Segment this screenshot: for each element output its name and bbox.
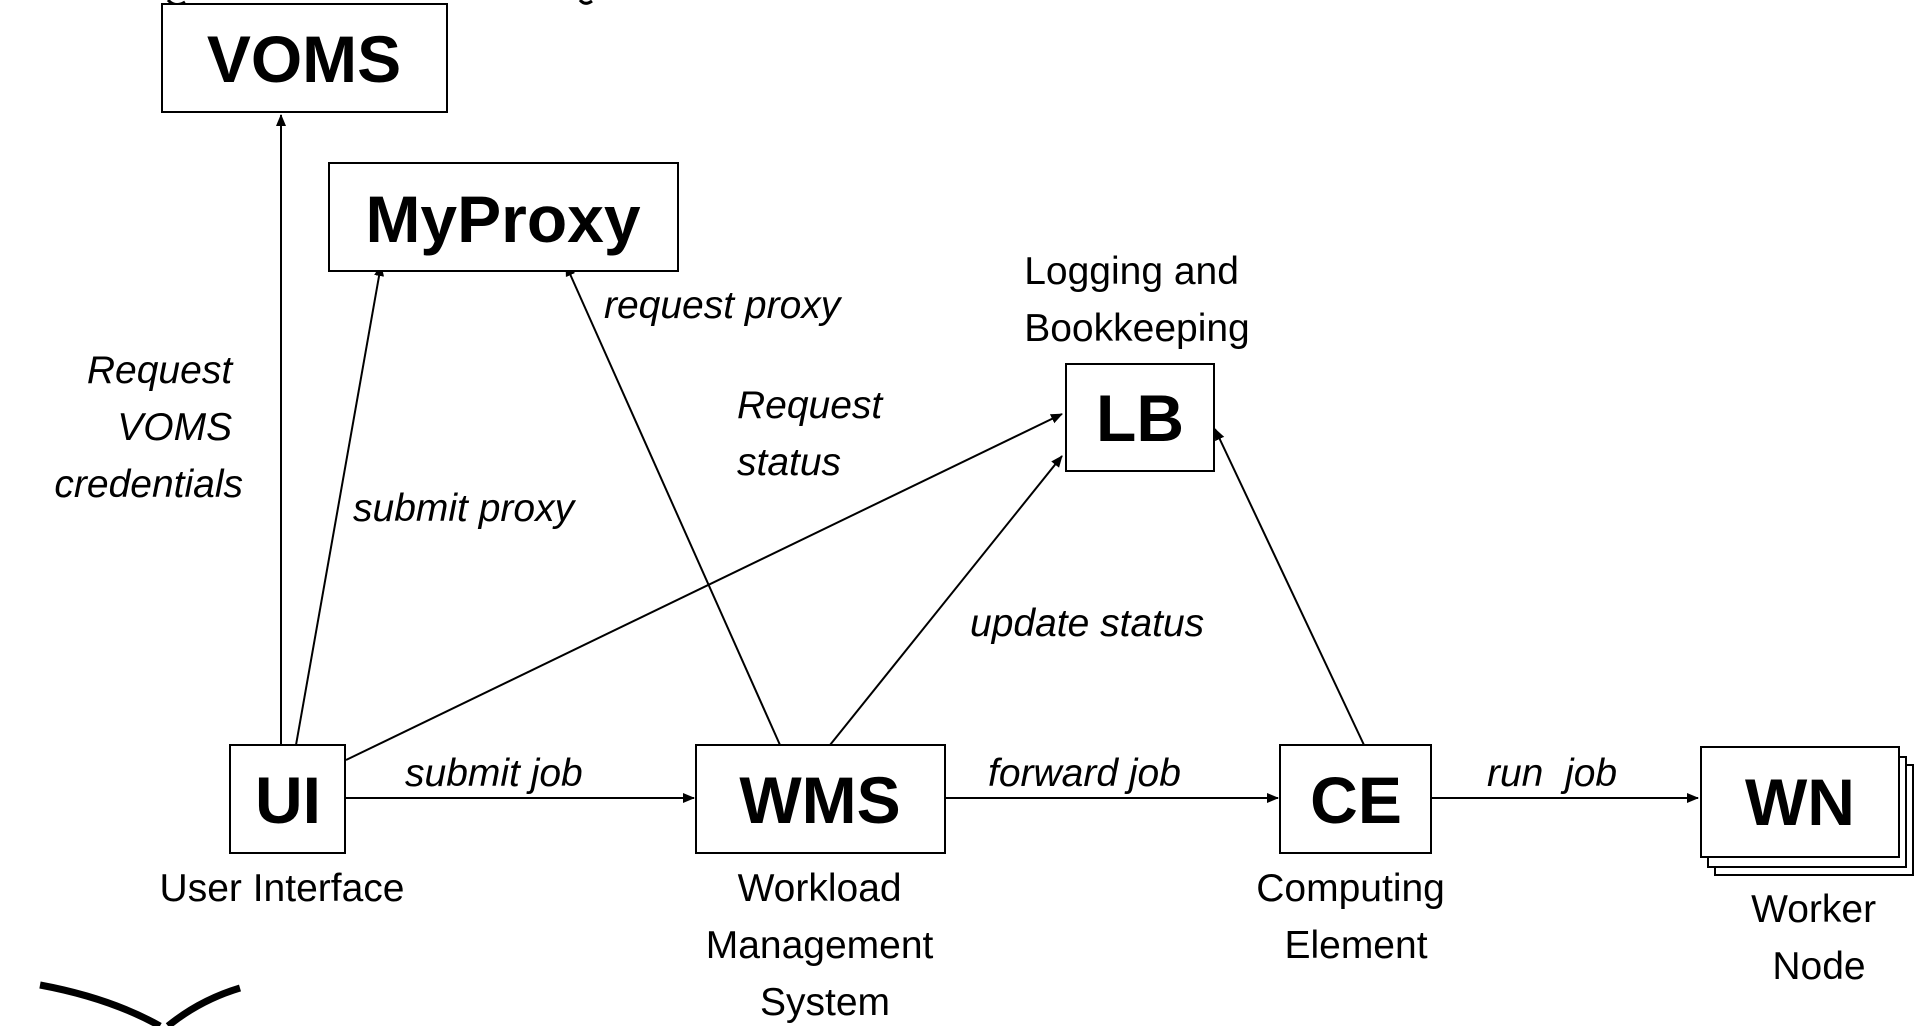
request-voms-line-1: Request — [87, 349, 234, 392]
node-myproxy: MyProxy — [328, 162, 679, 272]
voms-box — [161, 3, 448, 113]
ce-caption-line-1: Computing — [1256, 867, 1445, 910]
request-status-label: Request status — [737, 384, 893, 484]
ce-label: CE — [1310, 763, 1402, 837]
update-status-label: update status — [970, 602, 1204, 645]
ce-caption: Computing Element — [1256, 867, 1455, 967]
wms-caption-line-3: System — [760, 981, 890, 1024]
node-wms: WMS Workload Management System — [695, 744, 946, 1024]
ce-box — [1279, 744, 1432, 854]
node-lb: Logging and Bookkeeping LB — [1024, 250, 1250, 472]
edge-wms-to-lb — [829, 455, 1063, 746]
lb-label: LB — [1096, 381, 1184, 455]
request-status-line-1: Request — [737, 384, 884, 427]
ce-caption-line-2: Element — [1284, 924, 1427, 967]
node-ui: UI User Interface — [160, 744, 405, 910]
wn-box — [1700, 746, 1900, 858]
request-voms-line-3: credentials — [54, 463, 243, 506]
ui-label: UI — [255, 763, 321, 837]
voms-label: VOMS — [207, 22, 401, 96]
lb-caption: Logging and Bookkeeping — [1024, 250, 1250, 350]
wn-caption-line-1: Worker — [1751, 888, 1876, 931]
edge-ui-to-myproxy — [295, 264, 385, 746]
node-ce: CE Computing Element — [1256, 744, 1455, 967]
ui-caption-line-1: User Interface — [160, 867, 405, 910]
wms-label: WMS — [739, 763, 900, 837]
request-status-line-2: status — [737, 441, 841, 484]
myproxy-label: MyProxy — [365, 182, 640, 256]
submit-proxy-label: submit proxy — [353, 487, 577, 530]
request-voms-label: Request VOMS credentials — [54, 349, 243, 506]
lb-box — [1065, 363, 1215, 472]
myproxy-box — [328, 162, 679, 272]
wn-caption-line-2: Node — [1772, 945, 1865, 988]
ui-box — [229, 744, 346, 854]
forward-job-label: forward job — [988, 752, 1181, 795]
wms-box — [695, 744, 946, 854]
request-proxy-label: request proxy — [604, 284, 843, 327]
edge-wms-to-myproxy — [565, 264, 781, 746]
wn-label: WN — [1745, 765, 1855, 839]
wms-caption-line-2: Management — [706, 924, 934, 967]
edge-ce-to-lb — [1214, 428, 1365, 746]
run-job-label: run job — [1487, 752, 1617, 795]
ui-caption: User Interface — [160, 867, 405, 910]
lb-caption-line-1: Logging and — [1024, 250, 1239, 293]
wms-caption-line-1: Workload — [738, 867, 902, 910]
edge-ui-to-lb — [345, 413, 1063, 761]
wms-caption: Workload Management System — [706, 867, 944, 1024]
logo-fragment — [39, 981, 242, 1026]
lb-caption-line-2: Bookkeeping — [1024, 307, 1250, 350]
edge-labels: Request VOMS credentials submit proxy re… — [54, 284, 1617, 795]
node-wn: WN Worker Node — [1700, 746, 1914, 988]
request-voms-line-2: VOMS — [117, 406, 232, 449]
node-voms: VOMS — [161, 3, 448, 113]
wn-caption: Worker Node — [1751, 888, 1887, 988]
edges — [276, 114, 1699, 803]
submit-job-label: submit job — [405, 752, 583, 795]
